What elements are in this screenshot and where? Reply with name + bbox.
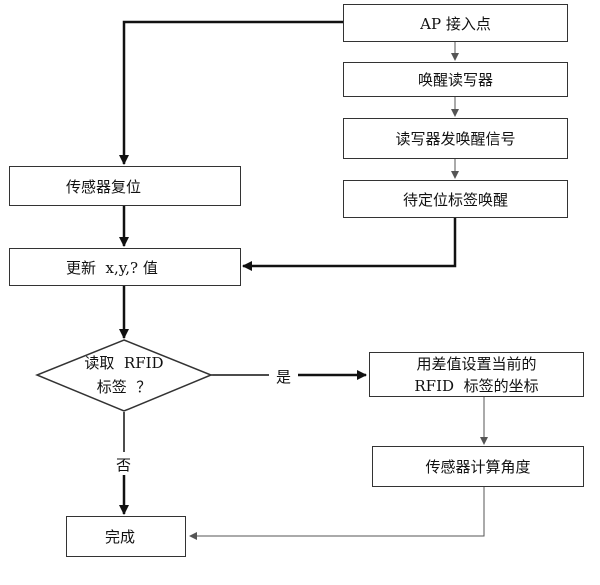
node-ap-label: AP 接入点: [420, 14, 491, 33]
node-update-label: 更新 x,y,? 值: [66, 258, 158, 277]
node-wake-reader: 唤醒读写器: [343, 62, 568, 97]
node-sensor-reset-label: 传感器复位: [66, 177, 142, 196]
arrow-tag-to-update: [242, 218, 457, 271]
node-tag-wake: 待定位标签唤醒: [343, 180, 568, 218]
node-set-coord-line1: 用差值设置当前的: [416, 354, 537, 373]
node-reader-signal-label: 读写器发唤醒信号: [395, 130, 516, 148]
node-set-coordinates: 用差值设置当前的 RFID 标签的坐标: [369, 352, 584, 397]
node-done: 完成: [66, 516, 186, 557]
node-update-values: 更新 x,y,? 值: [9, 248, 241, 286]
decision-line2: 标签 ？: [96, 378, 152, 396]
node-set-coord-line2: RFID 标签的坐标: [414, 376, 539, 395]
node-ap-access-point: AP 接入点: [343, 4, 568, 42]
node-tag-wake-label: 待定位标签唤醒: [402, 190, 508, 209]
decision-diamond: [35, 339, 213, 412]
decision-text: 读取 RFID 标签 ？: [54, 351, 194, 399]
node-reader-signal: 读写器发唤醒信号: [343, 118, 568, 159]
node-sensor-angle: 传感器计算角度: [372, 446, 584, 487]
node-sensor-angle-label: 传感器计算角度: [425, 458, 531, 476]
node-sensor-reset: 传感器复位: [9, 166, 241, 206]
node-done-label: 完成: [105, 528, 136, 546]
node-wake-reader-label: 唤醒读写器: [417, 71, 493, 89]
arrow-angle-to-done: [189, 487, 485, 540]
arrow-ap-to-sensor-reset: [119, 20, 343, 165]
decision-line1: 读取 RFID: [84, 354, 164, 372]
edge-label-yes: 是: [276, 366, 292, 387]
edge-label-no: 否: [116, 454, 132, 475]
